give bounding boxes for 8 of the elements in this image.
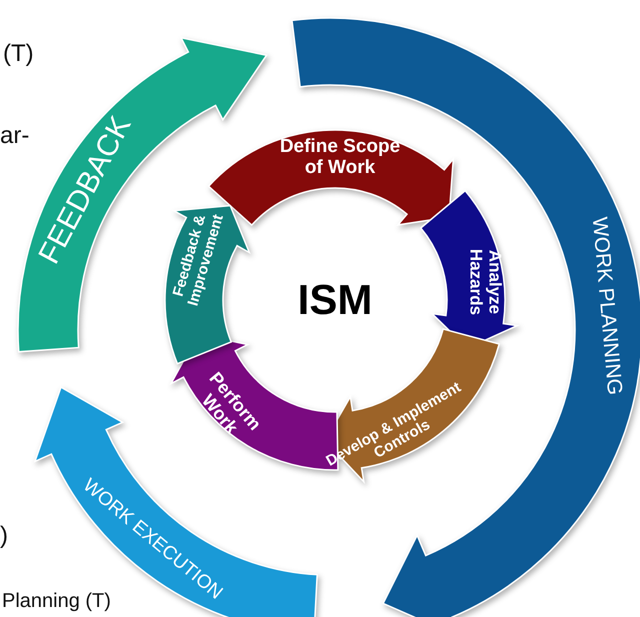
side-text: Planning (T) (2, 590, 111, 613)
side-text: (T) (3, 40, 34, 68)
side-text: ) (0, 522, 8, 550)
arrow-label: WORK PLANNING (588, 216, 626, 396)
center-title: ISM (298, 276, 372, 324)
side-text: ar- (0, 122, 30, 150)
arrow-label: Define Scope of Work (270, 137, 410, 179)
arrow-label: Analyze Hazards (466, 232, 504, 332)
